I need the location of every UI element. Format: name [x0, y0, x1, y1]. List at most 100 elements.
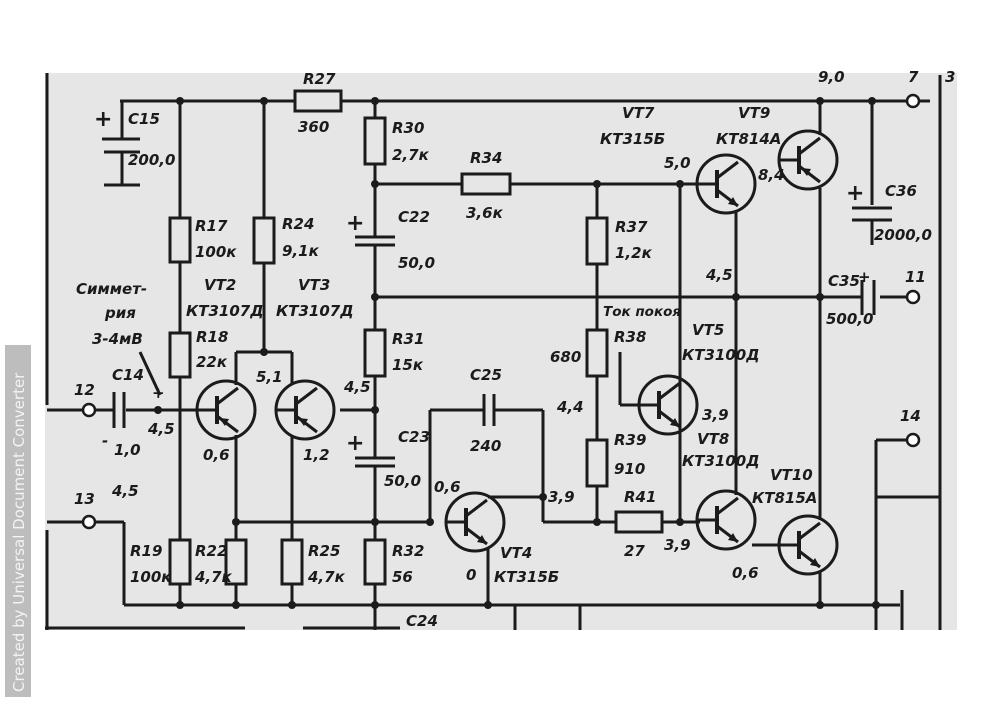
label-r17: R17 [195, 217, 228, 235]
label-r32: R32 [392, 542, 424, 560]
label-symmetry-1: Симмет- [76, 280, 147, 298]
label-minus: - [102, 432, 108, 450]
label-vt3: VT3 [298, 276, 330, 294]
label-v-3-9-vt4: 3,9 [548, 488, 575, 506]
label-terminal-12: 12 [74, 381, 95, 399]
label-v-0: 0 [466, 566, 476, 584]
label-v-4-5-top: 4,5 [705, 266, 733, 284]
label-r41: R41 [624, 488, 656, 506]
label-v-5-0: 5,0 [664, 154, 691, 172]
label-vt9: VT9 [738, 104, 770, 122]
label-c22-value: 50,0 [398, 254, 435, 272]
c25-plates [482, 394, 496, 426]
label-vt4: VT4 [500, 544, 532, 562]
label-c36-plus: + [846, 181, 864, 206]
label-r17-value: 100к [195, 243, 237, 261]
label-vt8: VT8 [697, 430, 729, 448]
watermark-sidebar [5, 345, 31, 697]
label-c23-value: 50,0 [384, 472, 421, 490]
label-vt9-type: КТ814А [716, 130, 781, 148]
label-r27-value: 360 [298, 118, 329, 136]
label-c15-plus: + [94, 107, 112, 132]
label-c35-plus: + [858, 268, 871, 286]
label-r19: R19 [130, 542, 162, 560]
label-r39: R39 [614, 431, 646, 449]
label-v-8-4: 8,4 [758, 166, 785, 184]
label-terminal-7: 7 [908, 68, 919, 86]
label-c15-value: 200,0 [128, 151, 175, 169]
terminals [81, 93, 921, 530]
label-c14-plus: + [152, 384, 165, 402]
labels: R27 360 C15 200,0 + R30 2,7к R34 3,6к VT… [74, 68, 955, 630]
label-r30-value: 2,7к [392, 146, 430, 164]
watermark-text: Created by Universal Document Converter [10, 372, 28, 692]
label-vt4-type: КТ315Б [494, 568, 559, 586]
label-vt5: VT5 [692, 321, 724, 339]
label-c35-value: 500,0 [826, 310, 873, 328]
label-r31-value: 15к [392, 356, 424, 374]
label-vt5-type: КТ3100Д [682, 346, 760, 364]
label-c36-value: 2000,0 [874, 226, 932, 244]
label-r32-value: 56 [392, 568, 413, 586]
label-r37-value: 1,2к [615, 244, 653, 262]
label-r41-value: 27 [624, 542, 645, 560]
label-r38: R38 [614, 328, 646, 346]
label-r27: R27 [303, 70, 336, 88]
label-symmetry-2: рия [104, 304, 136, 322]
label-r25-value: 4,7к [307, 568, 346, 586]
label-r18: R18 [196, 328, 228, 346]
label-terminal-13: 13 [74, 490, 95, 508]
label-c14: C14 [112, 366, 144, 384]
label-vt3-type: КТ3107Д [276, 302, 354, 320]
label-r30: R30 [392, 119, 424, 137]
label-r39-value: 910 [614, 460, 645, 478]
label-v-3-9-vt5: 3,9 [702, 406, 729, 424]
label-top-voltage: 9,0 [818, 68, 845, 86]
label-c24: C24 [406, 612, 438, 630]
label-vt10-type: КТ815А [752, 489, 817, 507]
label-r34-value: 3,6к [466, 204, 504, 222]
label-terminal-11: 11 [905, 268, 926, 286]
label-c22-plus: + [346, 211, 364, 236]
label-r25: R25 [308, 542, 340, 560]
label-r34: R34 [470, 149, 502, 167]
label-c25-value: 240 [470, 437, 501, 455]
label-symmetry-3: 3-4мВ [92, 330, 143, 348]
label-r37: R37 [615, 218, 648, 236]
label-v-4-5-input: 4,5 [147, 420, 175, 438]
label-c35: C35 [828, 272, 860, 290]
label-r18-value: 22к [196, 353, 228, 371]
label-quiescent-current: Ток покоя [603, 304, 681, 320]
resistors [168, 89, 664, 586]
label-v-4-4: 4,4 [556, 398, 584, 416]
label-r38-value: 680 [550, 348, 581, 366]
label-v-1-2: 1,2 [303, 446, 330, 464]
label-c25: C25 [470, 366, 502, 384]
label-vt10: VT10 [770, 466, 813, 484]
label-terminal-14: 14 [900, 407, 921, 425]
label-r24: R24 [282, 215, 314, 233]
label-vt2-type: КТ3107Д [186, 302, 264, 320]
label-c22: C22 [398, 208, 430, 226]
junctions [154, 97, 880, 609]
label-v-0-6-vt8: 0,6 [732, 564, 759, 582]
label-c14-value: 1,0 [114, 441, 141, 459]
label-v-0-6-vt2: 0,6 [203, 446, 230, 464]
label-vt7-type: КТ315Б [600, 130, 665, 148]
label-c23: C23 [398, 428, 430, 446]
label-vt8-type: КТ3100Д [682, 452, 760, 470]
label-r24-value: 9,1к [282, 242, 320, 260]
label-c36: C36 [885, 182, 917, 200]
label-r22-value: 4,7к [194, 568, 233, 586]
label-v-4-5-13: 4,5 [111, 482, 139, 500]
label-v-5-1: 5,1 [256, 368, 283, 386]
label-c23-plus: + [346, 431, 364, 456]
label-v-3-9-vt8: 3,9 [664, 536, 691, 554]
label-r19-value: 100к [130, 568, 172, 586]
label-c15: C15 [128, 110, 160, 128]
label-v-4-5-vt3: 4,5 [343, 378, 371, 396]
label-v-0-6-vt4: 0,6 [434, 478, 461, 496]
label-terminal-3: 3 [945, 68, 955, 86]
label-vt7: VT7 [622, 104, 655, 122]
